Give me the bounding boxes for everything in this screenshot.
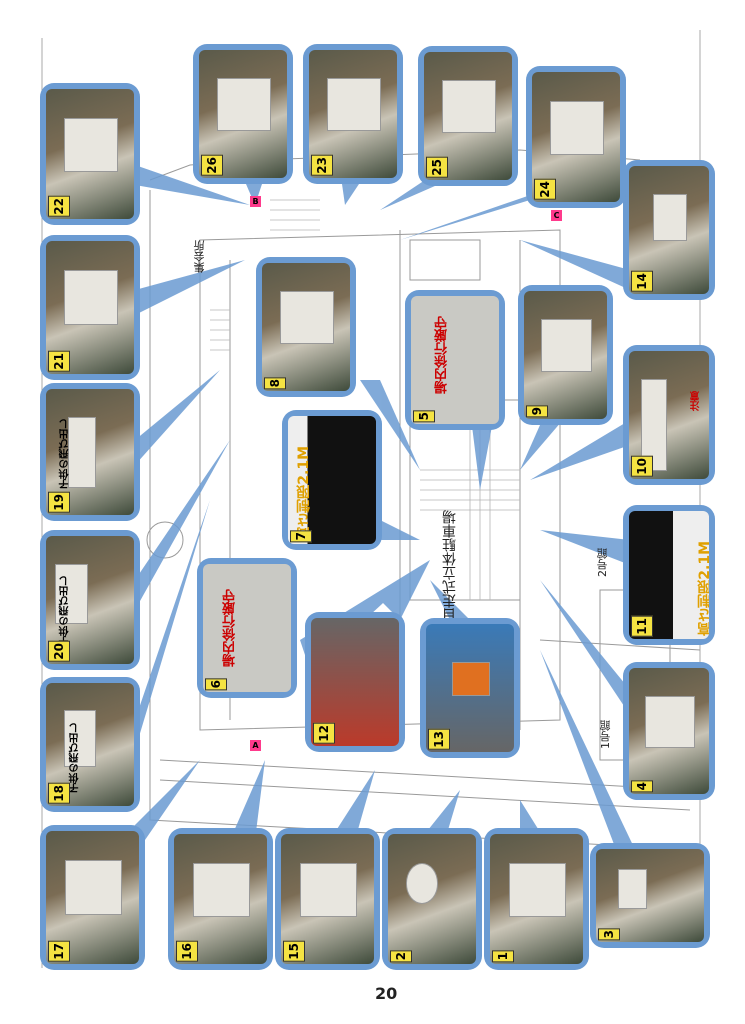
page-number: 20 [375, 984, 398, 1003]
photo-23: 23 [303, 44, 403, 184]
photo-24: 24 [526, 66, 626, 208]
photo-13: 13 [420, 618, 520, 758]
photo-16: 16 [168, 828, 273, 970]
photo-22: 22 [40, 83, 140, 225]
building2-label: 1号館 [599, 720, 612, 749]
marker-b: B [250, 196, 261, 207]
photo-17: 17 [40, 825, 145, 970]
assembly-label: 集会所 [193, 240, 206, 273]
photo-8: 8 [256, 257, 356, 397]
photo-14: 14 [623, 160, 715, 300]
marker-c: C [551, 210, 562, 221]
photo-26: 26 [193, 44, 293, 184]
photo-12: 12 [305, 612, 405, 752]
photo-15: 15 [275, 828, 380, 970]
building-label: 2号館 [596, 548, 609, 577]
photo-9: 9 [518, 285, 613, 425]
photo-25: 25 [418, 46, 518, 186]
photo-4: 4 [623, 662, 715, 800]
photo-2: 2 [382, 828, 482, 970]
photo-3: 3 [590, 843, 710, 948]
photo-1: 1 [484, 828, 589, 970]
marker-a: A [250, 740, 261, 751]
photo-21: 21 [40, 235, 140, 380]
garage-label: 自走式立体駐車場 [442, 510, 458, 622]
